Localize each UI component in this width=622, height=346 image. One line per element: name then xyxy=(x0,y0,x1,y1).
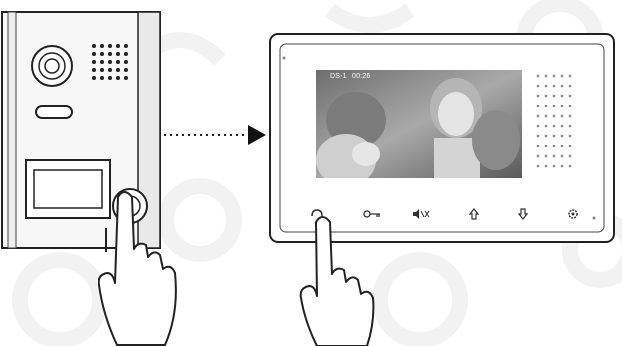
arrow-down-icon xyxy=(518,208,528,220)
up-button[interactable] xyxy=(464,205,484,223)
signal-arrow xyxy=(160,120,270,150)
visitor-photo xyxy=(316,70,522,178)
mute-button[interactable] xyxy=(412,205,432,223)
arrow-up-icon xyxy=(469,208,479,220)
camera-id-label: DS-1 xyxy=(330,73,347,80)
hand-pointer-icon xyxy=(98,182,198,346)
camera-lens-icon xyxy=(32,46,72,86)
volume-mute-icon xyxy=(412,208,432,220)
video-feed xyxy=(316,70,522,178)
call-timer: 00:26 xyxy=(352,73,371,80)
settings-button[interactable] xyxy=(563,205,583,223)
down-button[interactable] xyxy=(513,205,533,223)
settings-gear-icon xyxy=(567,208,579,220)
hand-pointer-icon xyxy=(290,214,390,346)
